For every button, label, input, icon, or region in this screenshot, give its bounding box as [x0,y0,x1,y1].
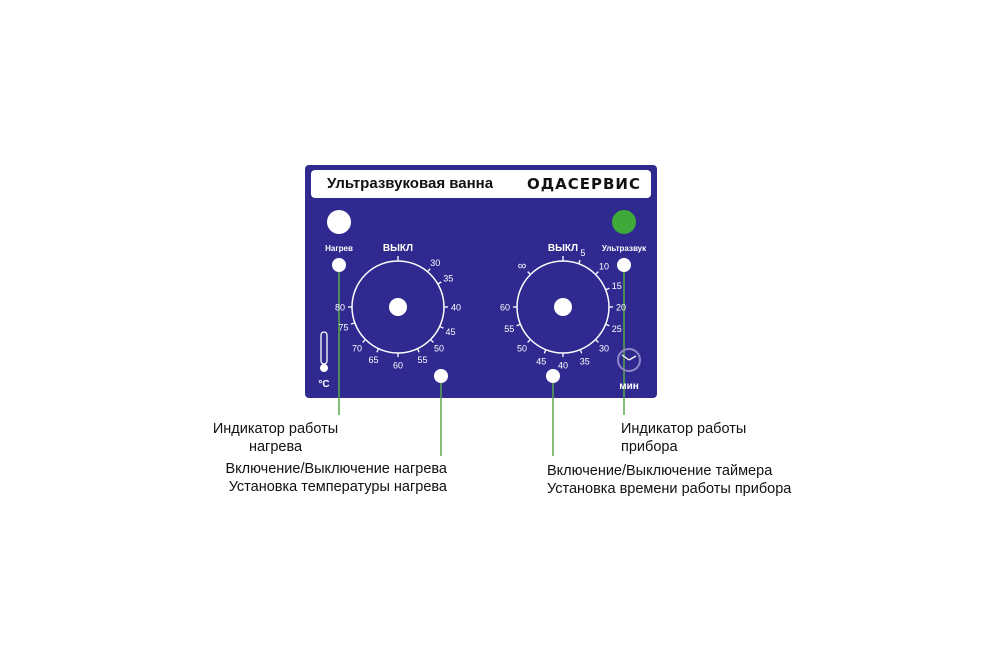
callout-line: нагрева [248,439,303,455]
dial-tick-label: ∞ [518,258,527,272]
dial-tick [376,348,380,353]
brand-logo: ОДАСЕРВИС [527,175,641,193]
dial-tick [350,322,355,325]
dial-tick [527,339,531,343]
timer-button[interactable] [546,369,560,383]
ultrasound-lamp [612,210,636,234]
dial-tick-label: 45 [446,327,456,337]
celsius-label: °С [318,379,329,390]
callout-device-indicator: Индикатор работы прибора [621,420,746,456]
dial-tick [362,339,366,343]
dial-tick-label: 35 [580,356,590,366]
dial-tick [516,323,521,327]
dial-tick-label: 60 [500,303,510,313]
dial-tick [579,349,583,354]
dial-tick-label: 55 [504,324,514,334]
dial-tick-label: 60 [393,361,403,371]
dial-knob[interactable] [554,298,572,316]
dial-tick [605,287,610,291]
dial-tick [595,271,599,275]
heat-lamp [327,210,351,234]
callout-heat-indicator: Индикатор работы нагрева [208,420,343,456]
panel-title: Ультразвуковая ванна [327,175,494,192]
dial-tick [427,268,431,273]
dial-knob[interactable] [389,298,407,316]
dial-tick [437,281,442,285]
ultrasound-label: Ультразвук [602,244,647,253]
device-indicator [617,258,631,272]
dial-tick-label: 65 [368,355,378,365]
dial-tick-label: 25 [612,324,622,334]
dial-tick [543,349,547,354]
dial-tick-label: 75 [338,322,348,332]
dial-tick-label: 35 [443,274,453,284]
dial-tick [439,325,444,329]
dial-tick [605,323,610,327]
callout-line: прибора [621,439,678,455]
thermometer-icon [320,331,328,372]
dial-tick-label: 70 [352,344,362,354]
dial-tick-label: 50 [434,344,444,354]
dial-tick-label: 30 [599,344,609,354]
dial-tick [416,348,420,353]
heat-label: Нагрев [325,244,353,253]
dial-tick-label: 80 [335,303,345,313]
control-panel: Ультразвуковая ванна ОДАСЕРВИС [305,165,657,398]
dial-tick-label: 5 [580,248,585,258]
dial-tick-label: 45 [536,356,546,366]
dial-tick-label: 10 [599,261,609,271]
minutes-label: мин [619,381,639,392]
title-bar: Ультразвуковая ванна ОДАСЕРВИС [311,170,651,198]
callout-timer-control: Включение/Выключение таймера Установка в… [547,462,791,498]
dial-off-label: ВЫКЛ [548,243,578,254]
callout-line: Индикатор работы [621,421,747,437]
callout-line: Включение/Выключение нагрева [225,461,447,477]
dial-tick [430,339,434,343]
dial-tick-label: 20 [616,303,626,313]
dial-off-label: ВЫКЛ [383,243,413,254]
dial-tick-label: 40 [558,361,568,371]
dial-tick [527,271,531,275]
dial-tick-label: 30 [430,258,440,268]
clock-icon [617,348,641,372]
heat-indicator [332,258,346,272]
callout-line: Установка времени работы прибора [547,481,792,497]
callout-heat-control: Включение/Выключение нагрева Установка т… [206,460,447,496]
dial-tick-label: 40 [451,303,461,313]
callout-line: Установка температуры нагрева [228,479,447,495]
dial-tick-label: 50 [517,344,527,354]
dial-tick-label: 55 [418,355,428,365]
dial-tick [578,259,581,264]
dial-tick-label: 15 [612,281,622,291]
callout-line: Включение/Выключение таймера [547,463,773,479]
callout-line: Индикатор работы [212,421,339,437]
dial-tick [595,339,599,343]
heat-button[interactable] [434,369,448,383]
